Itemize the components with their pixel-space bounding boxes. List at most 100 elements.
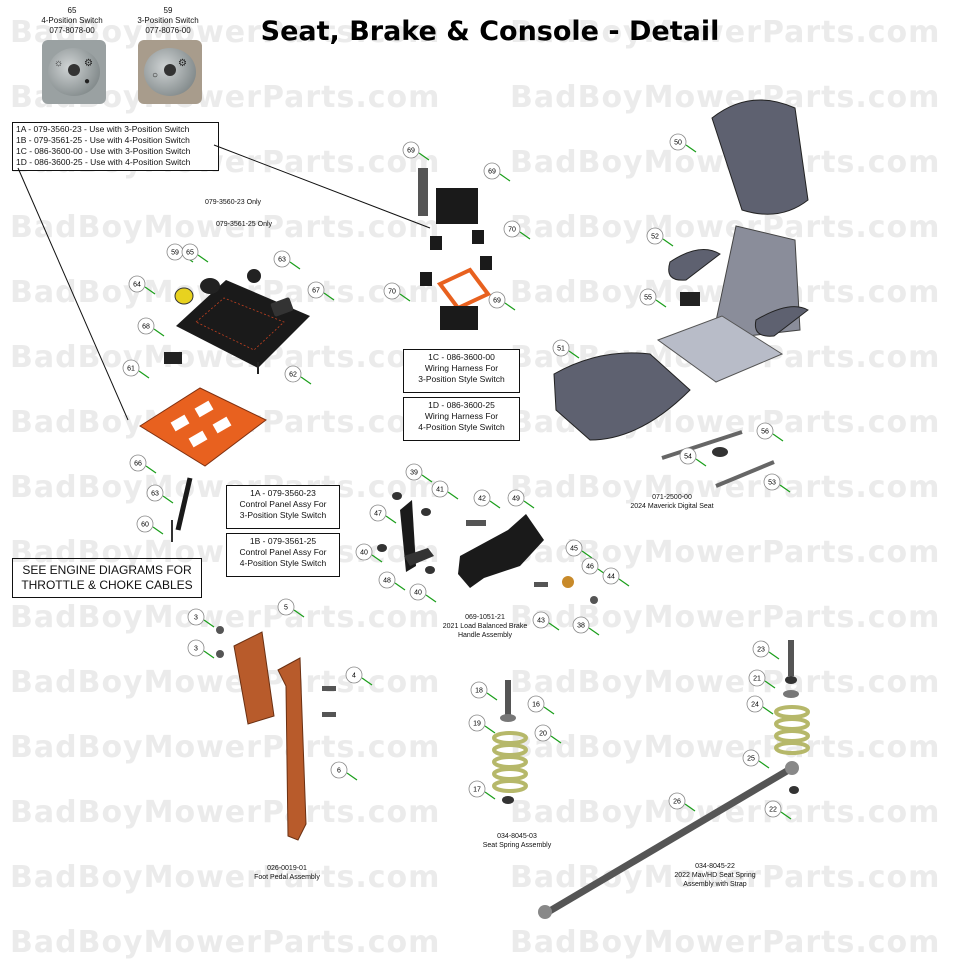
seat-cushion-51 [553, 352, 691, 441]
switch-4pos-num: 65 [67, 6, 77, 15]
svg-text:24: 24 [751, 702, 759, 709]
seat-switch-55 [680, 292, 700, 306]
svg-text:50: 50 [674, 140, 682, 147]
svg-text:22: 22 [769, 807, 777, 814]
svg-text:40: 40 [360, 550, 368, 557]
switch-3pos-part: 077-8076-00 [145, 26, 191, 35]
engine-diagram-note: SEE ENGINE DIAGRAMS FOR THROTTLE & CHOKE… [12, 558, 202, 598]
svg-text:23: 23 [757, 647, 765, 654]
assembly-line: Foot Pedal Assembly [254, 874, 320, 881]
callout-54: 54 [679, 447, 707, 467]
note-line: THROTTLE & CHOKE CABLES [21, 578, 193, 592]
box-line: 4-Position Style Switch [418, 422, 505, 432]
callout-41: 41 [431, 480, 459, 500]
callout-47: 47 [369, 504, 397, 524]
svg-text:69: 69 [488, 169, 496, 176]
switch-note-3560: 079-3560-23 Only [205, 199, 262, 206]
washer-38 [590, 596, 598, 604]
box-line: 1A - 079-3560-23 [250, 488, 316, 498]
seat-sensor-56 [712, 447, 728, 457]
brake-handle-49 [458, 514, 544, 588]
key-slot-icon [68, 64, 80, 76]
callout-66: 66 [129, 454, 157, 474]
strap-assembly-label: 034-8045-22 2022 Mav/HD Seat Spring Asse… [655, 862, 775, 889]
bushing-45 [562, 576, 574, 588]
strap-end [538, 905, 552, 919]
relay-70 [472, 230, 484, 244]
control-panel-plate [176, 280, 310, 368]
assembly-line: 2022 Mav/HD Seat Spring [674, 872, 756, 879]
svg-text:6: 6 [337, 768, 341, 775]
lights-icon: ☼ [54, 58, 64, 69]
seat-back-50 [711, 99, 809, 215]
off-icon: ○ [152, 70, 159, 81]
nut-40 [425, 566, 435, 574]
callout-16: 16 [527, 695, 555, 715]
seat-pan-plate [656, 315, 784, 383]
callout-70: 70 [503, 220, 531, 240]
box-line: Control Panel Assy For [239, 547, 327, 557]
brake-assembly-label: 069-1051-21 2021 Load Balanced Brake Han… [425, 613, 545, 640]
switch-note-3561: 079-3561-25 Only [216, 221, 273, 228]
callout-53: 53 [763, 473, 791, 493]
svg-text:43: 43 [537, 618, 545, 625]
callout-20: 20 [534, 724, 562, 744]
callout-55: 55 [639, 288, 667, 308]
four-position-switch-photo: ☼ ⚙ ● [42, 40, 106, 104]
callout-70: 70 [383, 282, 411, 302]
wiring-trace [195, 297, 285, 351]
svg-text:56: 56 [761, 429, 769, 436]
switch-label-3pos: 59 3-Position Switch 077-8076-00 [118, 6, 218, 36]
engine-icon: ⚙ [84, 58, 93, 69]
callout-4: 4 [345, 666, 373, 686]
pin-4 [322, 712, 336, 717]
callout-43: 43 [532, 611, 560, 631]
svg-text:42: 42 [478, 496, 486, 503]
relay-70 [480, 256, 492, 270]
callout-6: 6 [330, 761, 358, 781]
switch-64-knob [174, 287, 194, 305]
nut-21 [785, 676, 797, 684]
svg-text:40: 40 [414, 590, 422, 597]
callout-60: 60 [136, 515, 164, 535]
svg-text:38: 38 [577, 623, 585, 630]
svg-text:69: 69 [493, 298, 501, 305]
pedal-bracket-5 [233, 631, 275, 725]
page-title: Seat, Brake & Console - Detail [260, 16, 720, 47]
callout-38: 38 [572, 616, 600, 636]
leader-line [213, 144, 431, 229]
callout-64: 64 [128, 275, 156, 295]
relay-70 [420, 272, 432, 286]
callout-63: 63 [273, 250, 301, 270]
relay-bracket-69 [418, 168, 428, 216]
relay-70 [430, 236, 442, 250]
callout-23: 23 [752, 640, 780, 660]
svg-text:65: 65 [186, 250, 194, 257]
variant-1c: 1C - 086-3600-00 - Use with 3-Position S… [16, 146, 191, 156]
leader-line [17, 167, 129, 421]
hour-meter-67 [270, 297, 294, 317]
svg-text:53: 53 [768, 480, 776, 487]
callout-67: 67 [307, 281, 335, 301]
callout-25: 25 [742, 749, 770, 769]
svg-text:46: 46 [586, 564, 594, 571]
box-line: 3-Position Style Switch [239, 510, 327, 520]
cover-cutout [212, 416, 232, 434]
callout-63: 63 [146, 484, 174, 504]
assembly-line: 071-2500-00 [652, 494, 692, 501]
box-line: 3-Position Style Switch [418, 374, 505, 384]
svg-text:21: 21 [753, 676, 761, 683]
callout-65: 65 [181, 243, 209, 263]
spring-20 [492, 731, 528, 793]
box-line: 1B - 079-3561-25 [249, 536, 317, 546]
callout-5: 5 [277, 598, 305, 618]
box-line: Wiring Harness For [424, 411, 499, 421]
seat-strap-26 [546, 764, 794, 916]
variant-1b: 1B - 079-3561-25 - Use with 4-Position S… [16, 135, 190, 145]
seat-slide-53 [715, 460, 775, 488]
svg-text:4: 4 [352, 673, 356, 680]
assembly-line: Handle Assembly [457, 632, 513, 639]
bolt-23 [788, 640, 794, 676]
bolt-3 [216, 650, 224, 658]
